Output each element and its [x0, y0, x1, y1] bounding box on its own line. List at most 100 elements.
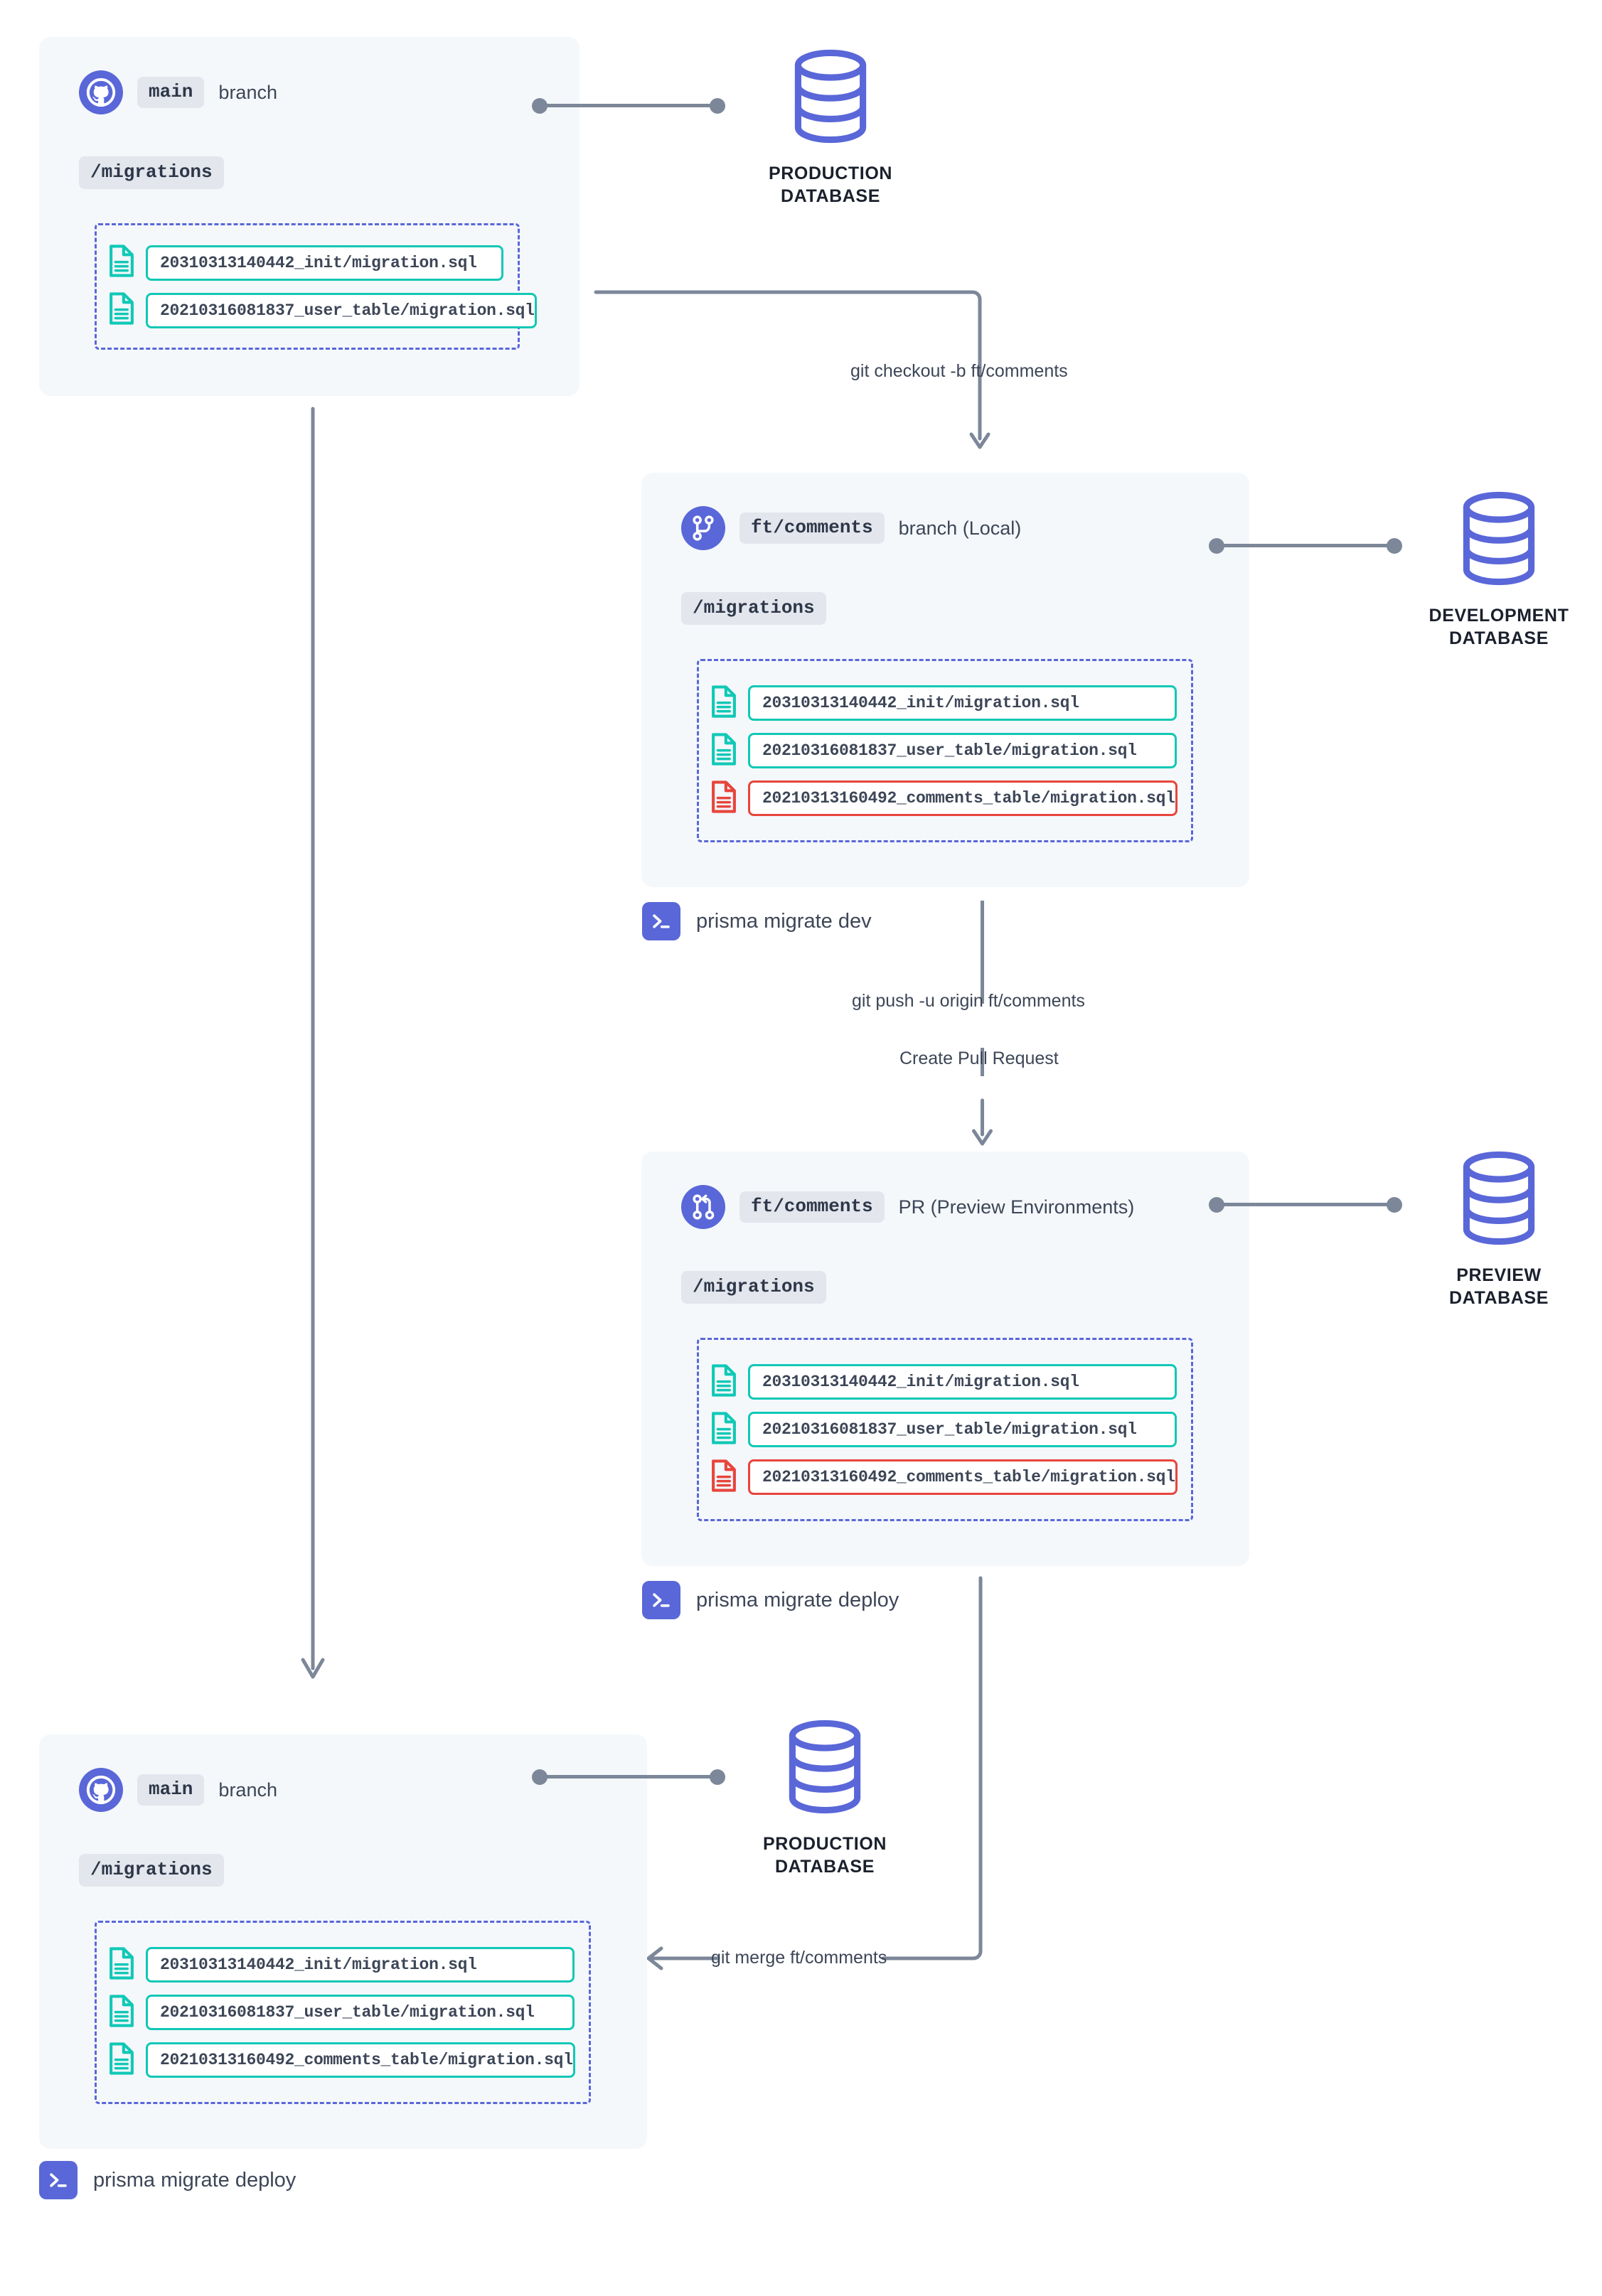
file-row: 20310313140442_init/migration.sql — [699, 1362, 1191, 1402]
terminal-icon — [642, 1581, 680, 1619]
file-row: 20210313160492_comments_table/migration.… — [699, 778, 1191, 818]
flow-line-push-middle — [981, 1048, 984, 1076]
migrations-dir-chip: /migrations — [79, 1854, 224, 1887]
terminal-icon — [39, 2161, 78, 2199]
main-branch-timeline-arrow — [301, 407, 325, 1679]
migrations-dir-chip: /migrations — [681, 592, 826, 625]
migrations-dir-chip: /migrations — [79, 156, 224, 189]
connector-line — [1220, 544, 1391, 547]
migration-file-pill: 20210316081837_user_table/migration.sql — [146, 1995, 575, 2030]
git-pull-request-icon — [681, 1185, 725, 1229]
connector-dot-right — [1387, 538, 1402, 554]
command-prisma-migrate-dev: prisma migrate dev — [642, 902, 872, 940]
card-ft-comments-pr: ft/comments PR (Preview Environments) /m… — [641, 1152, 1249, 1566]
connector-dot-right — [710, 1769, 725, 1785]
connector-line — [543, 104, 714, 107]
command-label: prisma migrate dev — [696, 909, 872, 933]
branch-header-ft-pr: ft/comments PR (Preview Environments) — [681, 1185, 1134, 1229]
database-production-bottom: PRODUCTION DATABASE — [739, 1719, 910, 1878]
branch-chip: ft/comments — [739, 1191, 885, 1223]
command-label: prisma migrate deploy — [93, 2168, 297, 2192]
database-label: DEVELOPMENT DATABASE — [1429, 606, 1569, 648]
file-icon — [108, 2042, 135, 2078]
database-development: DEVELOPMENT DATABASE — [1414, 490, 1584, 650]
file-row: 20310313140442_init/migration.sql — [97, 243, 518, 283]
branch-label: branch (Local) — [898, 517, 1022, 539]
branch-label: branch — [218, 81, 277, 103]
migrations-folder-main-top: 20310313140442_init/migration.sql 202103… — [95, 223, 537, 350]
database-icon — [791, 48, 870, 148]
file-icon — [710, 685, 737, 721]
migration-file-pill: 20310313140442_init/migration.sql — [748, 1364, 1177, 1400]
connector-dot-left — [532, 1769, 548, 1785]
migration-file-pill: 20310313140442_init/migration.sql — [748, 685, 1177, 721]
database-preview: PREVIEW DATABASE — [1414, 1150, 1584, 1309]
migration-file-pill: 20210316081837_user_table/migration.sql — [748, 733, 1177, 768]
terminal-icon — [642, 902, 680, 940]
connector-dot-left — [1209, 1197, 1224, 1213]
database-label: PRODUCTION DATABASE — [768, 163, 893, 206]
migration-file-pill: 20310313140442_init/migration.sql — [146, 1947, 575, 1983]
github-icon — [79, 70, 123, 114]
migration-file-pill: 20210316081837_user_table/migration.sql — [748, 1412, 1177, 1447]
connector-line — [1220, 1203, 1391, 1206]
flow-create-pr-arrow-wrap — [967, 1098, 998, 1150]
file-icon — [108, 1994, 135, 2031]
command-prisma-migrate-deploy-pr: prisma migrate deploy — [642, 1581, 899, 1619]
connector-line — [543, 1775, 714, 1779]
card-main-branch-top: main branch /migrations 20310313140442_i… — [39, 37, 580, 396]
connector-ft-local-to-development — [1209, 537, 1415, 554]
migrations-folder-ft-local: 20310313140442_init/migration.sql 202103… — [697, 659, 1193, 842]
git-merge-arrow — [646, 1576, 983, 1970]
file-icon — [710, 732, 737, 769]
file-row: 20210313160492_comments_table/migration.… — [699, 1457, 1191, 1497]
file-row: 20210316081837_user_table/migration.sql — [97, 1992, 589, 2032]
branch-header-ft-local: ft/comments branch (Local) — [681, 506, 1021, 550]
connector-main-top-to-production — [532, 97, 738, 114]
database-icon — [1460, 1150, 1538, 1250]
file-icon-new — [710, 1459, 737, 1496]
file-row: 20310313140442_init/migration.sql — [97, 1945, 589, 1985]
file-row: 20210313160492_comments_table/migration.… — [97, 2040, 589, 2080]
branch-header-main-bottom: main branch — [79, 1768, 277, 1812]
file-icon — [710, 1363, 737, 1400]
flow-main-top-to-main-bottom — [295, 407, 331, 1695]
database-label: PRODUCTION DATABASE — [762, 1834, 887, 1877]
github-icon — [79, 1768, 123, 1812]
file-row: 20210316081837_user_table/migration.sql — [97, 291, 537, 331]
database-icon — [786, 1719, 864, 1818]
migration-file-pill: 20310313140442_init/migration.sql — [146, 245, 503, 281]
git-checkout-arrow — [594, 290, 990, 449]
database-production-top: PRODUCTION DATABASE — [745, 48, 916, 208]
connector-main-bottom-to-production — [532, 1769, 738, 1786]
connector-dot-right — [710, 98, 725, 114]
migration-file-pill: 20210316081837_user_table/migration.sql — [146, 292, 537, 328]
branch-label: PR (Preview Environments) — [898, 1196, 1135, 1218]
flow-label-git-merge: git merge ft/comments — [711, 1948, 887, 1968]
file-icon — [108, 1946, 135, 1983]
file-icon — [710, 1411, 737, 1448]
branch-chip: main — [137, 1774, 205, 1806]
file-row: 20310313140442_init/migration.sql — [699, 683, 1191, 723]
connector-dot-left — [532, 98, 548, 114]
branch-header-main-top: main branch — [79, 70, 277, 114]
git-branch-icon — [681, 506, 725, 550]
connector-dot-right — [1387, 1197, 1402, 1213]
file-icon-new — [710, 780, 737, 817]
file-row: 20210316081837_user_table/migration.sql — [699, 731, 1191, 771]
create-pr-arrow — [972, 1098, 993, 1146]
branch-chip: ft/comments — [739, 513, 885, 544]
card-ft-comments-local: ft/comments branch (Local) /migrations 2… — [641, 473, 1249, 887]
flow-label-git-checkout: git checkout -b ft/comments — [850, 361, 1068, 381]
file-icon — [108, 292, 135, 328]
flow-label-git-push: git push -u origin ft/comments — [852, 991, 1085, 1011]
flow-git-checkout — [594, 288, 993, 458]
file-row: 20210316081837_user_table/migration.sql — [699, 1410, 1191, 1449]
flow-git-merge — [633, 1576, 988, 1976]
connector-dot-left — [1209, 538, 1224, 554]
migrations-dir-chip: /migrations — [681, 1271, 826, 1304]
migration-file-pill-new: 20210313160492_comments_table/migration.… — [748, 780, 1178, 816]
connector-ft-pr-to-preview — [1209, 1196, 1415, 1213]
database-icon — [1460, 490, 1538, 590]
card-main-branch-bottom: main branch /migrations 20310313140442_i… — [39, 1734, 647, 2149]
